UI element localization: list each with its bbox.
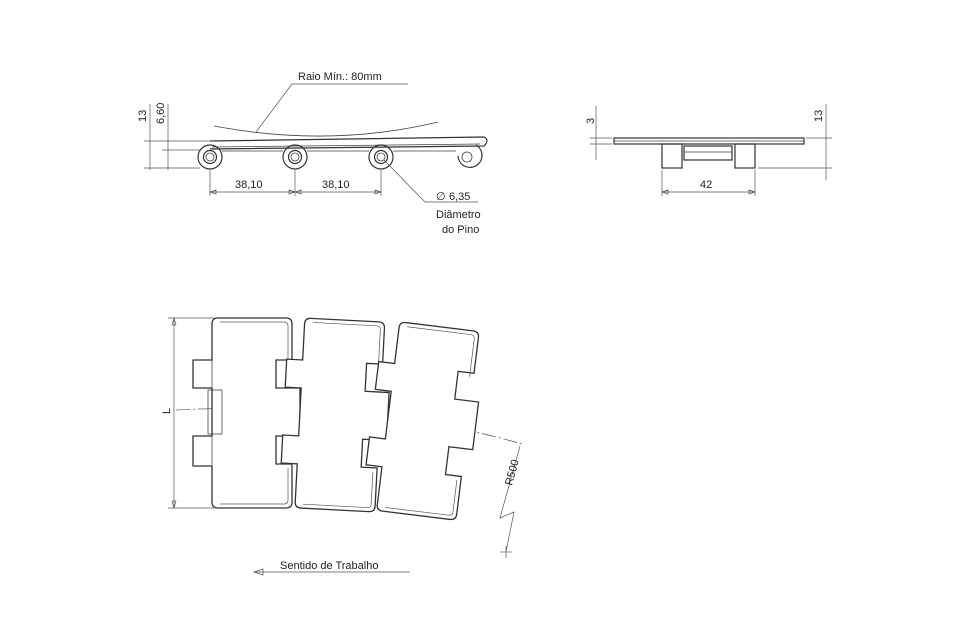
end-hinge-left — [661, 143, 683, 169]
chain-plate — [365, 321, 480, 521]
chain-plate — [280, 317, 390, 513]
min-radius-arc — [213, 121, 439, 137]
pin-diameter-symbol: ∅ — [436, 191, 446, 203]
pin-caption-line2: do Pino — [442, 224, 479, 236]
dim-height-660: 6,60 — [155, 103, 167, 124]
dim-height-13: 13 — [137, 110, 149, 122]
top-view: L R500 Sentido de Trabalho — [161, 316, 523, 576]
chain-top-plate — [209, 136, 488, 150]
dim-pitch-1: 38,10 — [235, 179, 263, 191]
end-dim-thickness-3: 3 — [585, 118, 597, 124]
pin-caption-line1: Diâmetro — [436, 209, 481, 221]
pin-diameter-value: 6,35 — [449, 191, 470, 203]
radius-leader-r500 — [499, 445, 521, 553]
chain-knuckle — [368, 144, 394, 170]
direction-label: Sentido de Trabalho — [280, 560, 378, 572]
radius-leader — [255, 83, 408, 133]
chain-knuckle — [282, 144, 308, 170]
side-view: Raio Mín.: 80mm — [137, 71, 488, 236]
end-hinge-center — [683, 145, 733, 161]
dim-pitch-2: 38,10 — [322, 179, 350, 191]
end-hinge-right — [734, 143, 756, 169]
plate-hinge-slot — [207, 389, 223, 435]
end-dim-height-13: 13 — [813, 110, 825, 122]
chain-knuckle — [197, 144, 223, 170]
end-dim-width-42: 42 — [700, 179, 712, 191]
top-dim-width-L: L — [161, 408, 173, 414]
top-radius-label: R500 — [503, 458, 521, 487]
pin-leader — [383, 159, 478, 203]
chain-bottom-line — [211, 143, 481, 148]
radius-label: Raio Mín.: 80mm — [298, 71, 382, 83]
end-view: 3 13 42 — [585, 104, 832, 196]
chain-plate — [192, 317, 301, 509]
chain-knuckle-open — [457, 144, 483, 168]
